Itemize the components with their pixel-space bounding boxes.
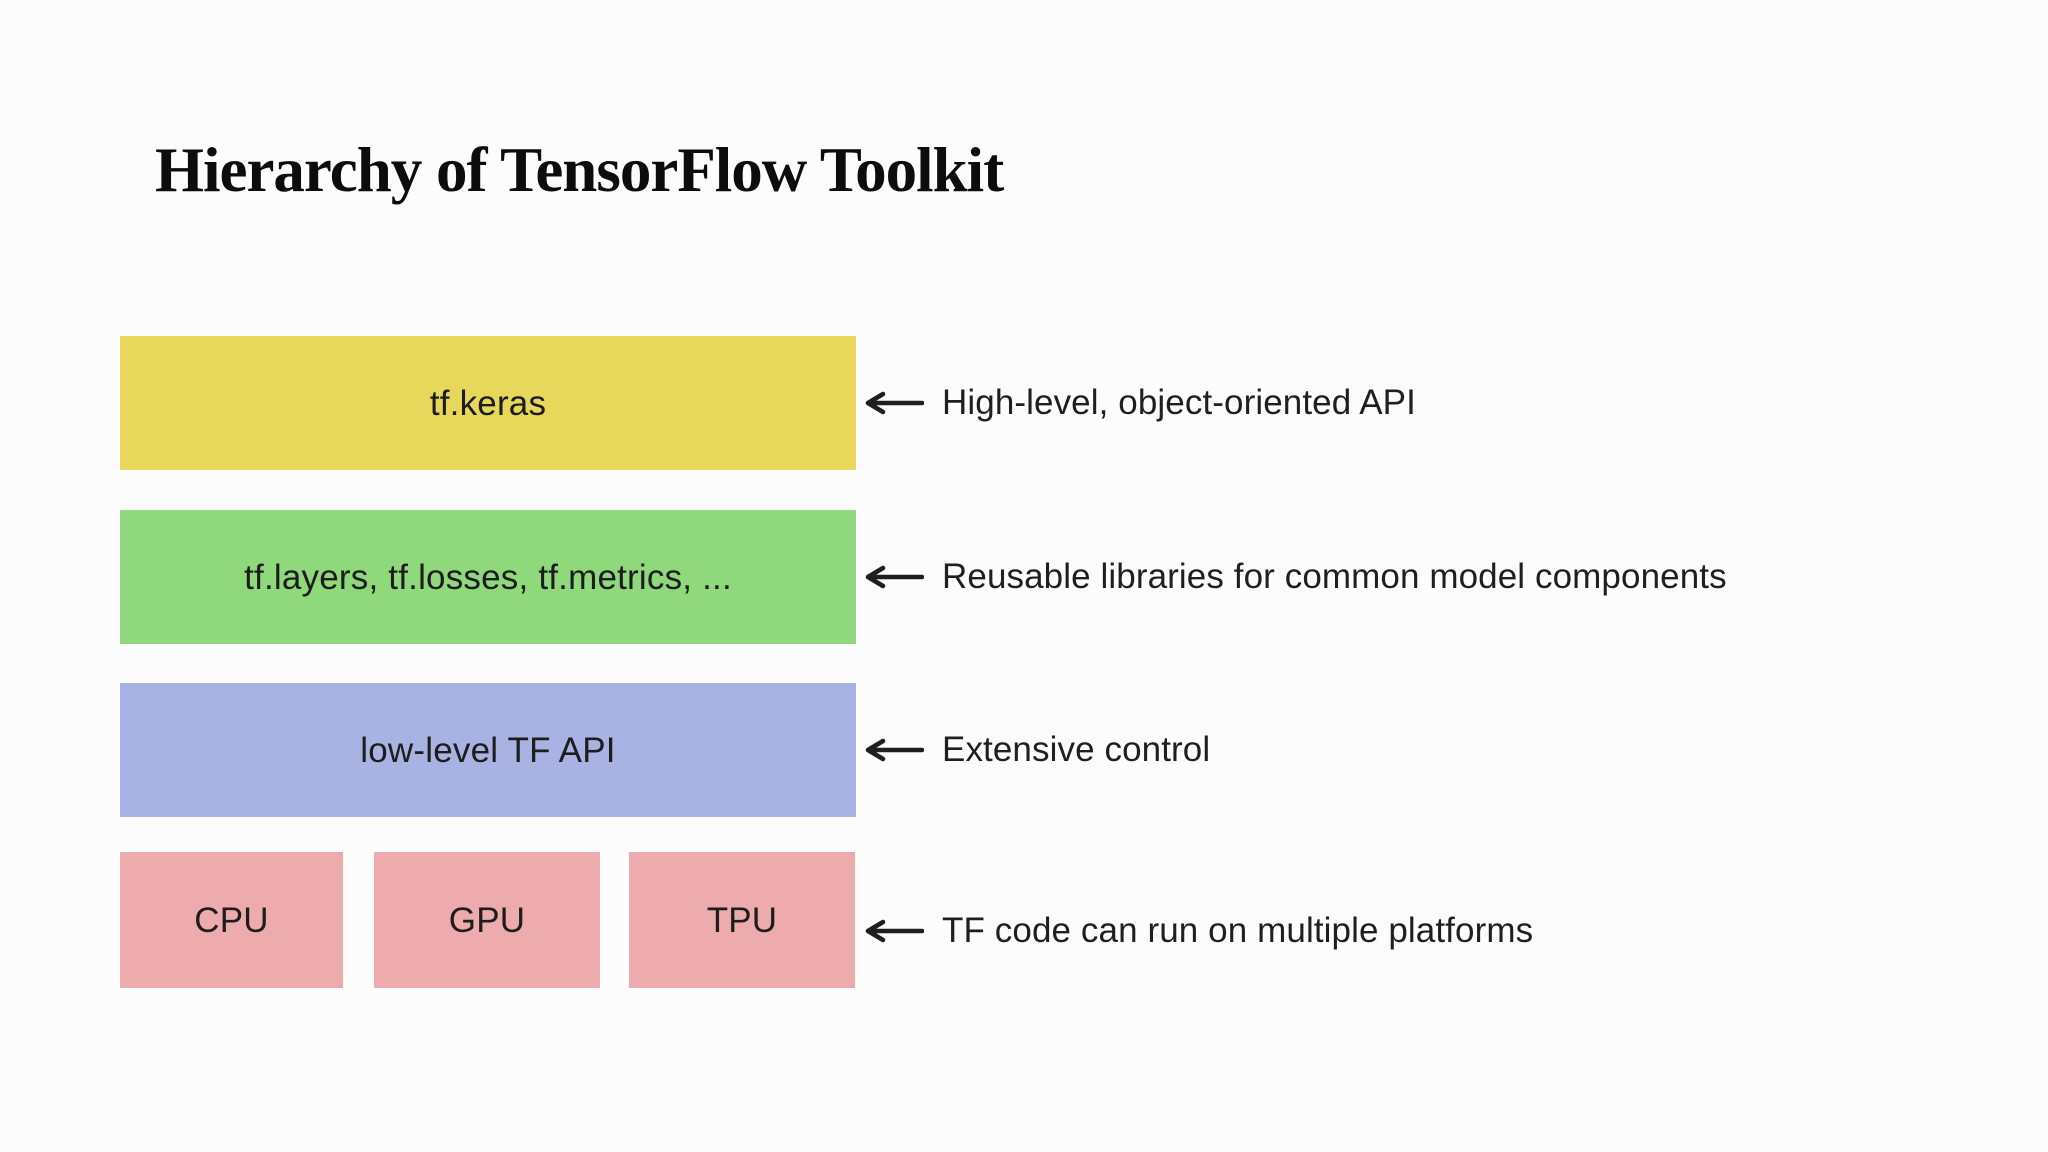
- platform-box-cpu: CPU: [120, 852, 343, 988]
- platform-label-cpu: CPU: [194, 900, 269, 940]
- left-arrow-icon: [865, 391, 924, 415]
- annotation-text: TF code can run on multiple platforms: [942, 911, 1534, 950]
- platform-box-gpu: GPU: [374, 852, 600, 988]
- left-arrow-icon: [865, 738, 924, 762]
- annotation-text: High-level, object-oriented API: [942, 383, 1416, 422]
- annotation-text: Extensive control: [942, 730, 1211, 769]
- left-arrow-icon: [865, 565, 924, 589]
- annotation-row-high-level: High-level, object-oriented API: [862, 336, 1416, 470]
- platform-box-tpu: TPU: [629, 852, 855, 988]
- layer-box-low-level-api: low-level TF API: [120, 683, 856, 817]
- annotation-text: Reusable libraries for common model comp…: [942, 557, 1727, 596]
- annotation-row-reusable-libraries: Reusable libraries for common model comp…: [862, 510, 1727, 644]
- layer-box-tf-libraries: tf.layers, tf.losses, tf.metrics, ...: [120, 510, 856, 644]
- annotation-row-platforms: TF code can run on multiple platforms: [862, 863, 1533, 999]
- layer-label-tf-keras: tf.keras: [429, 383, 547, 423]
- left-arrow-icon: [865, 919, 924, 943]
- platform-label-tpu: TPU: [706, 900, 778, 940]
- layer-box-tf-keras: tf.keras: [120, 336, 856, 470]
- layer-label-low-level-api: low-level TF API: [360, 730, 616, 770]
- layer-label-tf-libraries: tf.layers, tf.losses, tf.metrics, ...: [244, 557, 732, 597]
- annotation-row-extensive-control: Extensive control: [862, 683, 1210, 817]
- platform-label-gpu: GPU: [448, 900, 526, 940]
- page-title: Hierarchy of TensorFlow Toolkit: [155, 135, 1004, 205]
